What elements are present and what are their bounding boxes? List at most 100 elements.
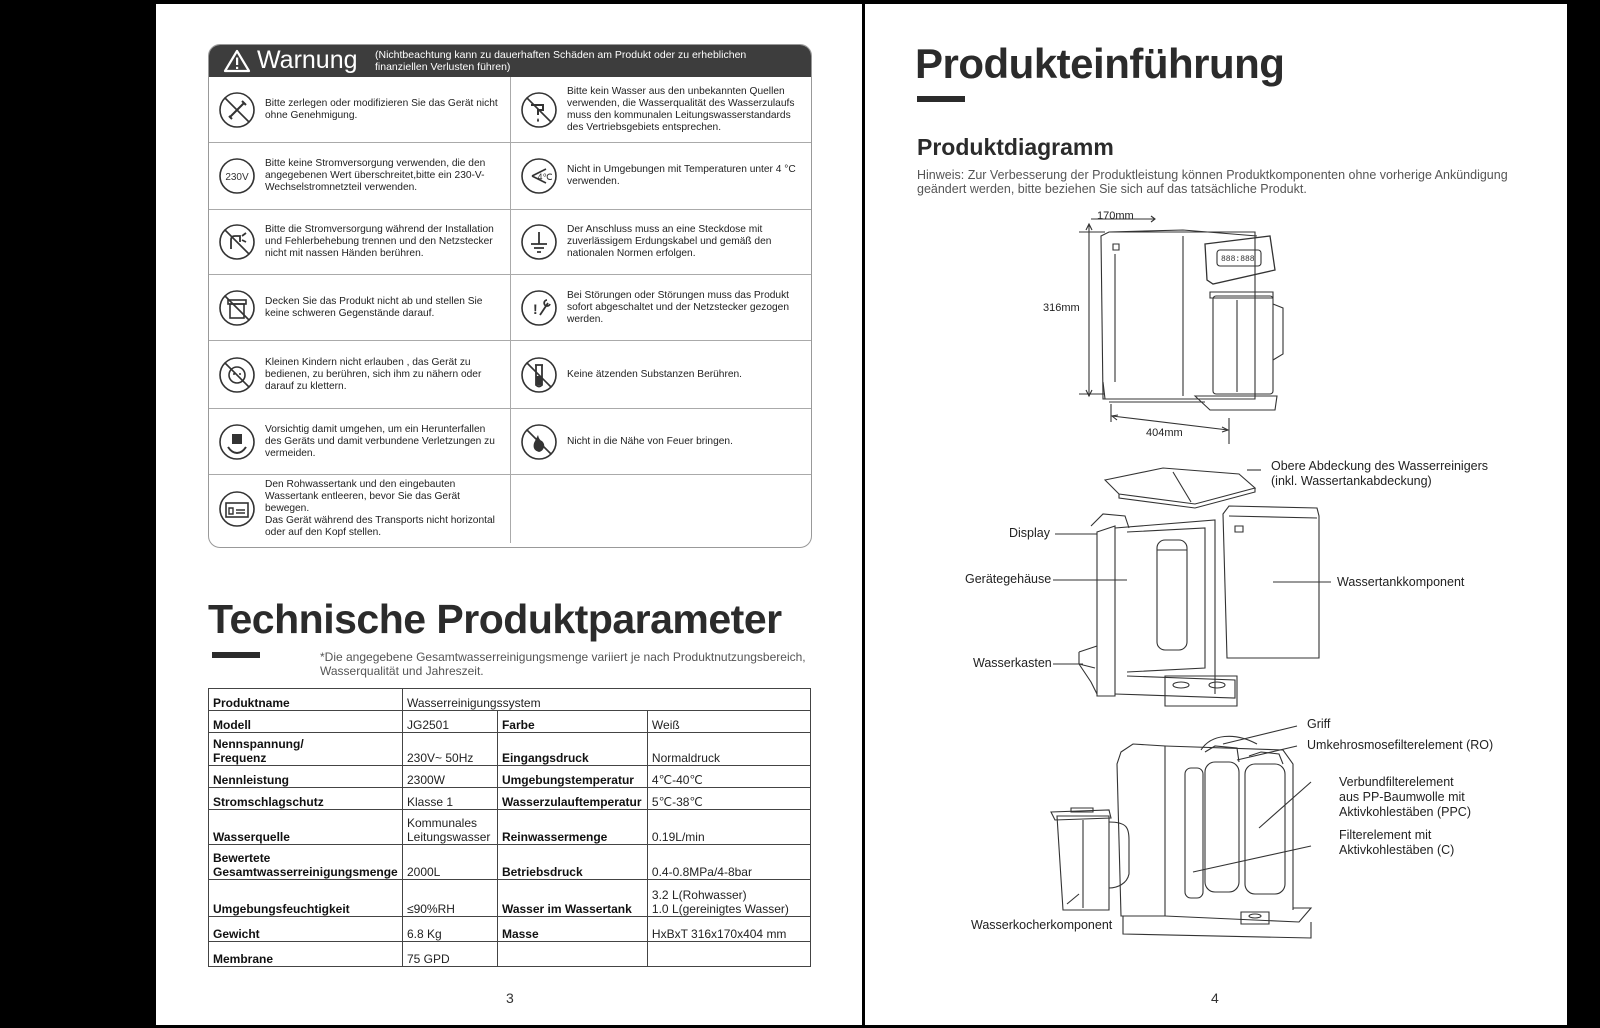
warning-item: 230V Bitte keine Stromversorgung verwende…	[209, 143, 511, 210]
depth-dimension: 404mm	[1146, 427, 1183, 439]
grounding-icon	[521, 224, 557, 260]
svg-text:!: !	[533, 301, 538, 317]
handle-with-care-icon	[219, 423, 255, 460]
param-label: Wasserzulauftemperatur	[496, 787, 648, 810]
warning-text: Bitte kein Wasser aus den unbekannten Qu…	[567, 85, 795, 133]
param-label: Masse	[496, 916, 648, 942]
param-value: 5℃-38℃	[646, 787, 812, 810]
no-children-icon	[219, 356, 255, 393]
exploded-view-diagram	[1053, 467, 1331, 707]
warning-item: Der Anschluss muss an eine Steckdose mit…	[511, 210, 811, 275]
no-fire-icon	[521, 423, 557, 460]
warning-item: Keine ätzenden Substanzen Berühren.	[511, 341, 811, 409]
param-value	[646, 941, 812, 967]
page-3: Warnung (Nichtbeachtung kann zu dauerhaf…	[156, 4, 862, 1025]
param-value: Klasse 1	[401, 787, 498, 810]
param-label: Stromschlagschutz	[208, 787, 403, 810]
warning-item: Vorsichtig damit umgehen, um ein Herunte…	[209, 409, 511, 475]
title-underline	[212, 652, 260, 658]
warning-item: Nicht in die Nähe von Feuer bringen.	[511, 409, 811, 475]
label-water-box: Wasserkasten	[973, 656, 1052, 670]
param-value: 0.19L/min	[646, 809, 812, 845]
param-label: Modell	[208, 710, 403, 733]
no-cover-icon	[219, 289, 255, 326]
warning-triangle-icon	[223, 49, 251, 73]
param-value: 230V~ 50Hz	[401, 732, 498, 766]
param-value: HxBxT 316x170x404 mm	[646, 916, 812, 942]
warning-text: Vorsichtig damit umgehen, um ein Herunte…	[265, 423, 495, 459]
label-top-cover: Obere Abdeckung des Wasserreinigers (ink…	[1271, 459, 1489, 488]
params-table: Produktname Wasserreinigungssystem Model…	[208, 688, 812, 967]
no-wet-hands-plug-icon	[219, 224, 255, 260]
warning-item: Den Rohwassertank und den eingebauten Wa…	[209, 475, 511, 543]
warning-text: Decken Sie das Produkt nicht ab und stel…	[265, 295, 483, 319]
warning-note: (Nichtbeachtung kann zu dauerhaften Schä…	[375, 49, 747, 73]
internal-components-diagram	[1050, 725, 1313, 939]
param-value: 3.2 L(Rohwasser) 1.0 L(gereinigtes Wasse…	[646, 879, 812, 917]
malfunction-wrench-icon: !	[521, 289, 557, 326]
param-label: Bewertete Gesamtwasserreinigungsmenge	[208, 844, 403, 880]
param-label: Betriebsdruck	[496, 844, 648, 880]
warning-item: Bitte die Stromversorgung während der In…	[209, 210, 511, 275]
warning-item: Decken Sie das Produkt nicht ab und stel…	[209, 275, 511, 341]
warning-text: Bei Störungen oder Störungen muss das Pr…	[567, 289, 789, 325]
table-row: Produktname Wasserreinigungssystem	[208, 688, 812, 711]
param-value: 2000L	[401, 844, 498, 880]
warning-item: ! Bei Störungen oder Störungen muss das P…	[511, 275, 811, 341]
param-label: Gewicht	[208, 916, 403, 942]
label-c-filter: Filterelement mit Aktivkohlestäben (C)	[1339, 828, 1455, 857]
param-label: Umgebungstemperatur	[496, 765, 648, 788]
param-value: 6.8 Kg	[401, 916, 498, 942]
warning-text: Den Rohwassertank und den eingebauten Wa…	[265, 479, 495, 538]
param-value: JG2501	[401, 710, 498, 733]
warning-item: Bitte kein Wasser aus den unbekannten Qu…	[511, 77, 811, 143]
params-title: Technische Produktparameter	[208, 596, 782, 642]
warning-text: Nicht in Umgebungen mit Temperaturen unt…	[567, 164, 796, 187]
param-label: Farbe	[496, 710, 648, 733]
param-label: Reinwassermenge	[496, 809, 648, 845]
label-housing: Gerätegehäuse	[965, 572, 1052, 586]
params-note: *Die angegebene Gesamtwasserreinigungsme…	[320, 650, 806, 678]
warning-item-empty	[511, 475, 811, 543]
label-handle: Griff	[1307, 717, 1331, 731]
param-value: Weiß	[646, 710, 812, 733]
page-4: Produkteinführung Produktdiagramm Hinwei…	[865, 4, 1567, 1025]
label-kettle: Wasserkocherkomponent	[971, 918, 1113, 932]
param-value: Normaldruck	[646, 732, 812, 766]
warning-text: Nicht in die Nähe von Feuer bringen.	[567, 435, 733, 447]
param-value: 75 GPD	[401, 941, 498, 967]
svg-text:230V: 230V	[225, 172, 249, 183]
diagram-note: Hinweis: Zur Verbesserung der Produktlei…	[917, 168, 1508, 196]
empty-tank-transport-icon	[219, 491, 255, 527]
param-value: Kommunales Leitungswasser	[401, 809, 498, 845]
no-disassembly-icon	[219, 91, 255, 128]
warning-text: Bitte keine Stromversorgung verwenden, d…	[265, 158, 486, 193]
warning-text: Der Anschluss muss an eine Steckdose mit…	[567, 224, 772, 259]
height-dimension: 316mm	[1043, 302, 1080, 314]
label-ppc-filter: Verbundfilterelement aus PP-Baumwolle mi…	[1339, 775, 1472, 819]
param-label: Wasser im Wassertank	[496, 879, 648, 917]
param-label: Eingangsdruck	[496, 732, 648, 766]
title-underline	[917, 96, 965, 102]
label-water-tank: Wassertankkomponent	[1337, 575, 1465, 589]
no-corrosive-icon	[521, 356, 557, 393]
label-ro-filter: Umkehrosmosefilterelement (RO)	[1307, 738, 1494, 752]
page-number: 4	[1211, 990, 1219, 1006]
warning-text: Bitte zerlegen oder modifizieren Sie das…	[265, 97, 498, 121]
width-dimension: 170mm	[1097, 210, 1134, 222]
param-label: Nennleistung	[208, 765, 403, 788]
param-label	[496, 941, 648, 967]
warning-item: Kleinen Kindern nicht erlauben , das Ger…	[209, 341, 511, 409]
label-display: Display	[1009, 526, 1050, 540]
param-value: 2300W	[401, 765, 498, 788]
warning-grid: Bitte zerlegen oder modifizieren Sie das…	[209, 77, 811, 543]
